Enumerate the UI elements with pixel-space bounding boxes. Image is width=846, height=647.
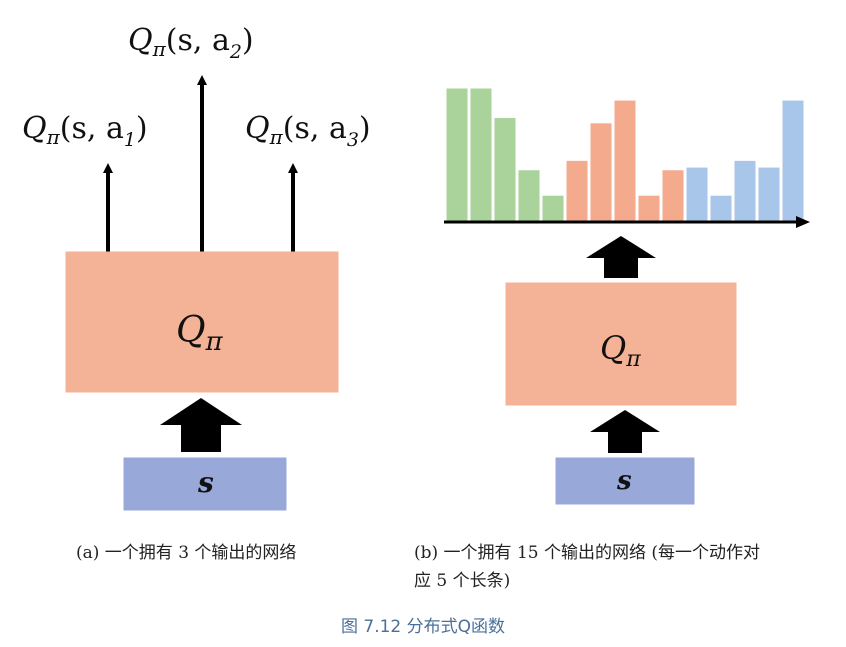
panel-a: Qπ(s, a1) Qπ(s, a2) Qπ(s, a3) Qπ s — [22, 23, 371, 511]
network-box-a — [65, 251, 339, 393]
distribution-bars — [445, 87, 805, 223]
caption-b-line2: 应 5 个长条) — [414, 571, 511, 591]
network-label-b: Qπ — [600, 329, 641, 372]
network-box-b — [505, 282, 737, 406]
input-box-a — [123, 457, 287, 511]
bar-action2-2 — [589, 122, 613, 223]
figure: Qπ(s, a1) Qπ(s, a2) Qπ(s, a3) Qπ s — [22, 23, 810, 591]
output-arrow-b — [586, 236, 656, 278]
figure-caption: 图 7.12 分布式Q函数 — [340, 617, 506, 637]
output-label-a2: Qπ(s, a2) — [128, 23, 254, 63]
output-label-a1: Qπ(s, a1) — [22, 111, 148, 151]
bar-action1-3 — [493, 116, 517, 223]
bar-action3-4 — [757, 166, 781, 223]
input-label-b: s — [616, 466, 632, 496]
bar-axis-arrowhead — [796, 216, 810, 228]
bar-action1-1 — [445, 87, 469, 223]
bar-action1-5 — [541, 194, 565, 223]
bar-action3-5 — [781, 99, 805, 223]
bar-action3-1 — [685, 166, 709, 223]
caption-a: (a) 一个拥有 3 个输出的网络 — [76, 543, 297, 563]
caption-b-line1: (b) 一个拥有 15 个输出的网络 (每一个动作对 — [414, 543, 761, 563]
bar-action3-2 — [709, 194, 733, 223]
bar-action3-3 — [733, 159, 757, 223]
bar-action1-2 — [469, 87, 493, 223]
bar-action2-3 — [613, 99, 637, 223]
bar-action2-4 — [637, 194, 661, 223]
input-box-b — [555, 457, 695, 505]
bar-action2-5 — [661, 169, 685, 223]
bar-action1-4 — [517, 169, 541, 223]
input-arrow-b — [590, 410, 660, 453]
input-arrow-a — [160, 398, 242, 452]
output-label-a3: Qπ(s, a3) — [245, 111, 371, 151]
diagram-canvas: Qπ(s, a1) Qπ(s, a2) Qπ(s, a3) Qπ s — [22, 23, 810, 511]
input-label-a: s — [197, 466, 214, 499]
network-label-a: Qπ — [176, 310, 224, 357]
panel-b: Qπ s — [444, 87, 810, 505]
bar-action2-1 — [565, 159, 589, 223]
